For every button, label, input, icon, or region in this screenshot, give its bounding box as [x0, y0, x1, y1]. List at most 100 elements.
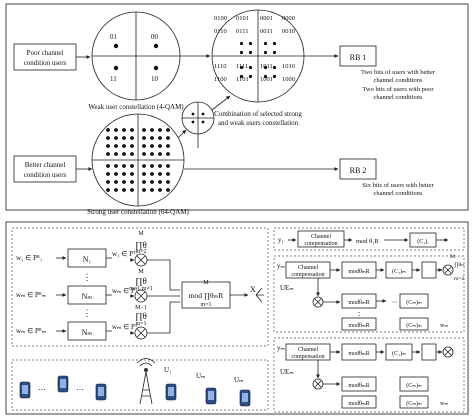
- ueM-cc-1: Channel: [298, 347, 318, 353]
- tx-input-1: w₁ ∈ Pᴿ₁: [16, 254, 42, 262]
- combined-point: [272, 41, 277, 46]
- rb2-note-1: Six bits of users with better: [362, 182, 434, 189]
- combined-point: [248, 41, 253, 46]
- combined-symbol-label: 1010: [282, 63, 295, 70]
- users-frame: [11, 359, 269, 411]
- prod-sub-1: m=2: [135, 249, 146, 255]
- rb1-box: [339, 45, 377, 67]
- qam64-point: [158, 164, 162, 168]
- uem-mod-label: modθₘR: [348, 269, 369, 275]
- uem-cm-label: (Cₘ)ₘ: [406, 299, 422, 306]
- tx-row-3: wₘ ∈ Pᴿₘ Nₘ wₘ ∈ Pᵀₘ M−1 ∏θ m=1: [16, 305, 148, 341]
- qam64-point: [130, 172, 134, 176]
- qam64-point: [158, 136, 162, 140]
- ueM-cm-block: [399, 376, 429, 392]
- qam4-caption: Weak user constellation (4-QAM): [88, 103, 184, 111]
- combined-caption-1: Combination of selected strong: [214, 110, 302, 118]
- mod-sub: m=1: [200, 302, 211, 308]
- qam64-point: [106, 136, 110, 140]
- nM-label: Nₘ: [82, 328, 93, 337]
- combined-point: [248, 65, 253, 70]
- qam64-caption: Strong user constellation (64-QAM): [87, 208, 189, 216]
- combined-symbol-label: 0110: [214, 28, 227, 35]
- user-label-M: Uₘ: [234, 376, 243, 384]
- combined-point: [272, 65, 277, 70]
- qam64-point: [130, 152, 134, 156]
- ueM-cm-label: (Cₘ)ₘ: [406, 382, 422, 389]
- ueM-mod2-label: modθₘR: [348, 383, 369, 389]
- uem-w-label: wₘ: [440, 323, 448, 329]
- ue1-frame: [273, 227, 465, 251]
- qam4-sym-11: 11: [110, 75, 117, 83]
- qam64-point: [150, 164, 154, 168]
- combined-symbol-label: 0101: [236, 15, 249, 22]
- prod-top-1: M: [138, 231, 144, 237]
- qam64-point: [130, 180, 134, 184]
- merge-line-3: [147, 301, 180, 334]
- qam64-point: [166, 152, 170, 156]
- better-users-line2: condition users: [24, 171, 67, 179]
- user-label-m: Uₘ: [196, 372, 205, 380]
- qam64-point: [158, 172, 162, 176]
- mod-label: mod ∏θₘR: [189, 291, 224, 300]
- uem-prod-sym: ∏θₘ: [454, 262, 465, 268]
- qam64-point: [122, 152, 126, 156]
- uem-cm2-label: (Cₘ)ₘ: [406, 322, 422, 329]
- prod-top-2: M: [138, 269, 144, 275]
- ue1-mod: mod θ₁R: [356, 238, 380, 245]
- ue1-cc-1: Channel: [311, 234, 331, 240]
- qam64-point: [130, 144, 134, 148]
- user-label-1: U₁: [164, 366, 172, 374]
- uem-mod3-label: modθₘR: [348, 323, 369, 329]
- uem-cc-1: Channel: [298, 265, 318, 271]
- combined-point: [263, 65, 268, 70]
- ueM-mod-label: modθₘR: [348, 351, 369, 357]
- phone-screen: [98, 387, 104, 396]
- qam64-constellation: [91, 113, 185, 207]
- qam64-point: [122, 128, 126, 132]
- phone-screen: [60, 379, 66, 388]
- prod-sub-2: m=1,m≠1: [129, 286, 153, 292]
- qam64-point: [166, 136, 170, 140]
- combined-symbol-label: 1111: [236, 63, 248, 70]
- qam64-point: [114, 128, 118, 132]
- rb1-note-2: channel conditions: [374, 77, 423, 84]
- qam64-point: [114, 188, 118, 192]
- tx-input-2: wₘ ∈ Pᴿₘ: [16, 291, 46, 299]
- ueM-cm2-block: [399, 395, 429, 409]
- combined-symbol-label: 1100: [214, 76, 227, 83]
- combined-point: [248, 74, 253, 79]
- uem-cc-2: compensation: [291, 272, 324, 278]
- combined-symbol-label: 1011: [260, 63, 273, 70]
- merge-line-1: [147, 259, 180, 291]
- ueM-mod2-block: [341, 376, 377, 392]
- qam64-point: [106, 144, 110, 148]
- tx-mid-1: w₁ ∈ Pᵀ₁: [112, 250, 138, 258]
- qam64-point: [122, 188, 126, 192]
- mod-block: [181, 281, 231, 309]
- rb1-note-1: Two bits of users with better: [361, 69, 436, 76]
- poor-users-line1: Poor channel: [27, 49, 64, 57]
- combined-point: [239, 41, 244, 46]
- uem-prod-sub: m=2: [454, 276, 464, 282]
- ue1-cc-2: compensation: [304, 241, 337, 247]
- uem-cm-block: [399, 293, 429, 309]
- ueM-w-label: wₘ: [440, 401, 448, 407]
- tx-row-1: w₁ ∈ Pᴿ₁ N₁ w₁ ∈ Pᵀ₁ M ∏θ m=2: [16, 231, 148, 268]
- qam64-point: [106, 172, 110, 176]
- ueM-cm2-label: (Cₘ)ₘ: [406, 400, 422, 407]
- qam64-point: [114, 152, 118, 156]
- qam64-point: [130, 164, 134, 168]
- tx-input-3: wₘ ∈ Pᴿₘ: [16, 327, 46, 335]
- prod-sub-3: m=1: [135, 321, 146, 327]
- ueM-c1-block: [421, 343, 437, 361]
- qam64-point: [158, 188, 162, 192]
- bottom-panel: [5, 221, 469, 415]
- qam64-point: [114, 164, 118, 168]
- qam64-point: [106, 180, 110, 184]
- qam64-point: [150, 152, 154, 156]
- qam64-point: [130, 188, 134, 192]
- combined-point: [272, 74, 277, 79]
